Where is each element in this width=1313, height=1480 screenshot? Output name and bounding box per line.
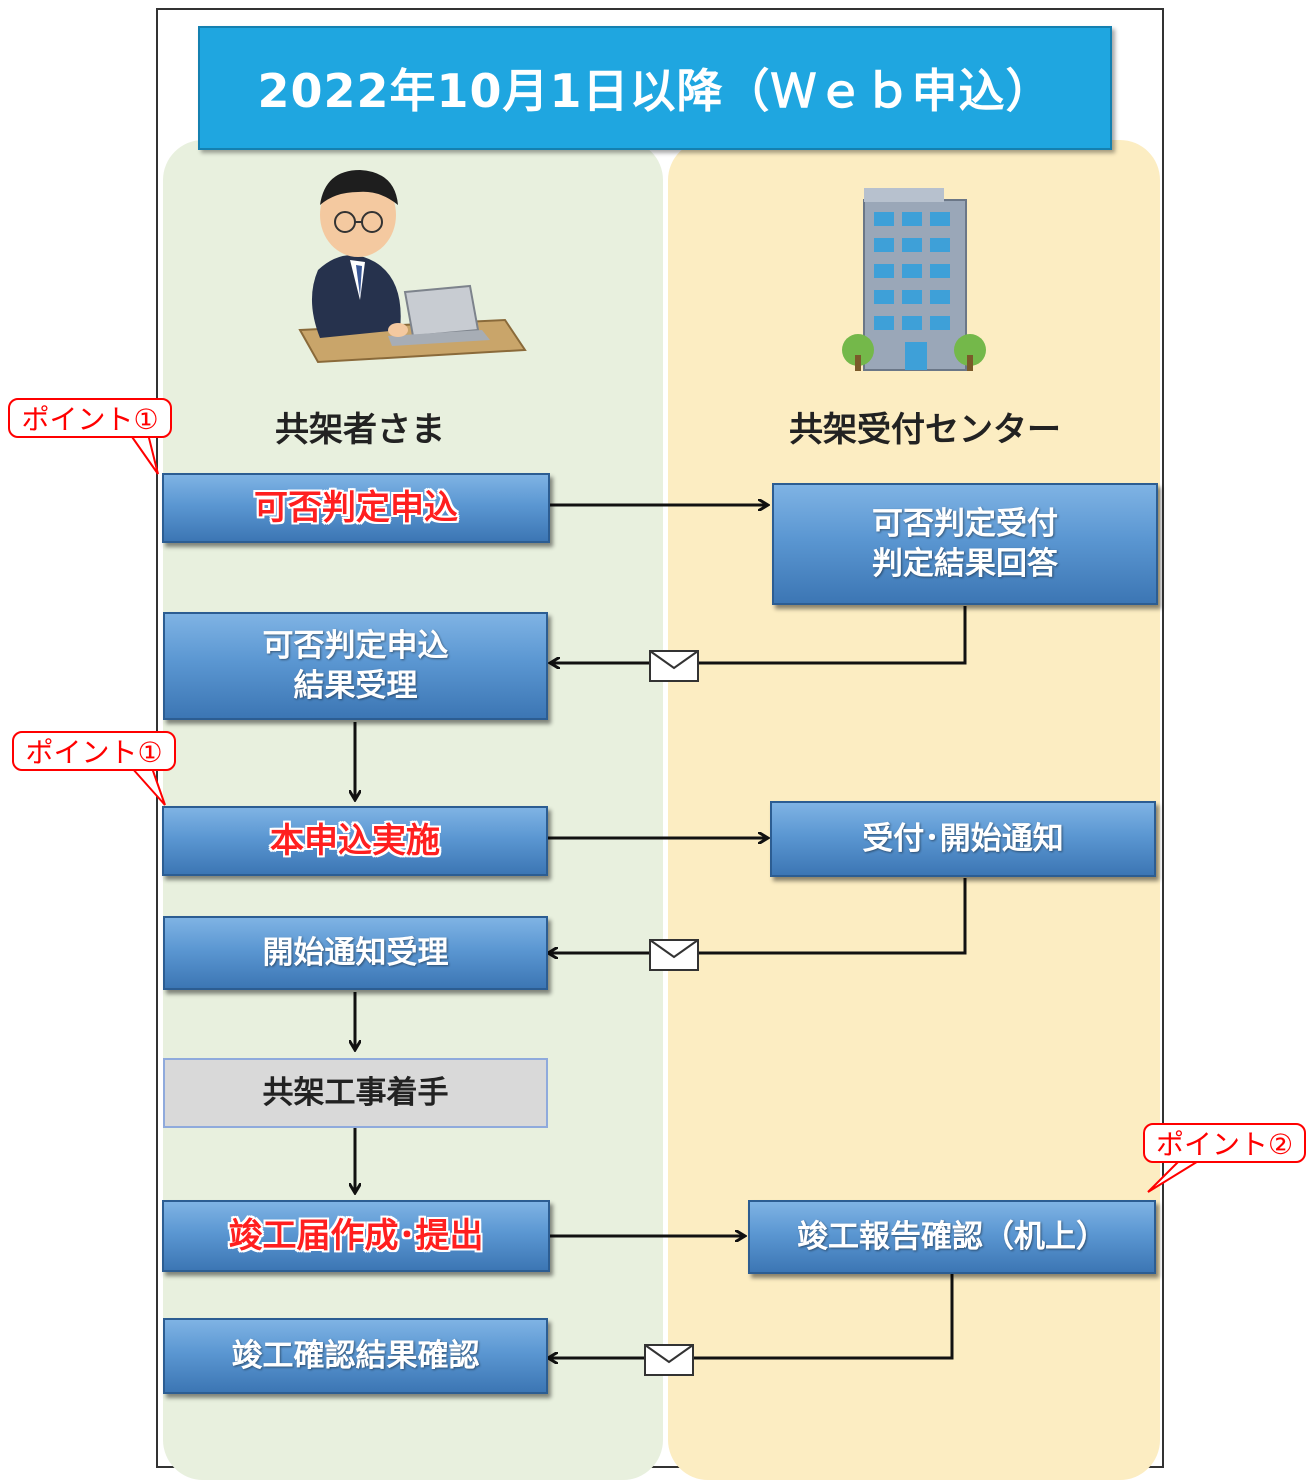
step-feasibility-result-receipt: 可否判定申込 結果受理	[163, 612, 548, 720]
diagram-title: 2022年10月1日以降（Ｗｅｂ申込）	[198, 26, 1112, 150]
step-label-line1: 可否判定受付	[872, 505, 1058, 542]
step-label-line2: 判定結果回答	[872, 546, 1058, 582]
step-label: 可否判定申込	[254, 487, 458, 528]
step-label-line2: 結果受理	[293, 668, 418, 704]
step-start-notice-receipt: 開始通知受理	[163, 916, 548, 990]
callout-point-2: ポイント②	[1143, 1123, 1306, 1163]
step-main-application: 本申込実施	[162, 806, 548, 876]
actor-customer-label: 共架者さま	[275, 410, 445, 450]
step-label: 共架工事着手	[262, 1074, 449, 1111]
step-completion-report-review: 竣工報告確認（机上）	[748, 1200, 1156, 1274]
callout-point-1: ポイント①	[8, 398, 172, 438]
callout-point-1-second: ポイント①	[12, 731, 176, 771]
step-label: 開始通知受理	[262, 934, 449, 971]
step-completion-result-check: 竣工確認結果確認	[163, 1318, 548, 1394]
step-feasibility-application: 可否判定申込	[162, 473, 550, 543]
step-label: 竣工届作成･提出	[228, 1215, 484, 1256]
step-construction-start: 共架工事着手	[163, 1058, 548, 1128]
step-feasibility-acceptance: 可否判定受付 判定結果回答	[772, 483, 1158, 605]
actor-center-label: 共架受付センター	[789, 410, 1061, 450]
step-label-line1: 可否判定申込	[262, 627, 449, 664]
step-label: 本申込実施	[270, 820, 440, 861]
step-completion-report-submit: 竣工届作成･提出	[162, 1200, 550, 1272]
step-label: 竣工確認結果確認	[231, 1337, 480, 1374]
step-label: 受付･開始通知	[862, 820, 1064, 857]
step-acceptance-start-notice: 受付･開始通知	[770, 801, 1156, 877]
step-label: 竣工報告確認（机上）	[797, 1218, 1107, 1255]
